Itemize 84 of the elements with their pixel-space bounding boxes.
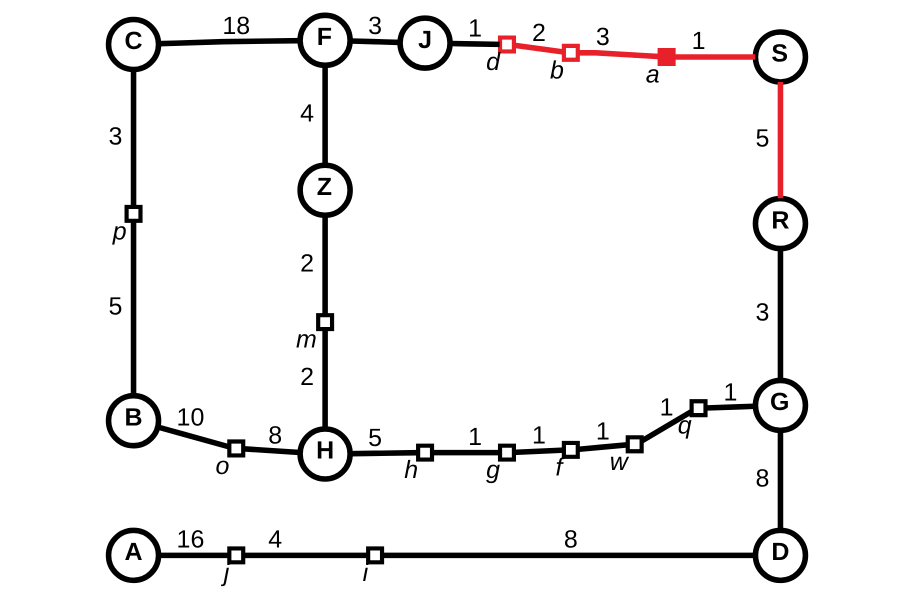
- connector: [158, 552, 229, 558]
- node-label: a: [645, 60, 660, 89]
- node-label: m: [295, 326, 316, 354]
- node-box: [226, 546, 245, 564]
- node-box: [497, 444, 516, 462]
- connector: [432, 450, 500, 456]
- edge-label: 1: [723, 378, 737, 406]
- node-box: [625, 435, 644, 454]
- connector: [513, 447, 564, 456]
- node-box: [416, 444, 434, 462]
- node-box: [316, 313, 334, 332]
- connector: [513, 42, 564, 55]
- connector: [243, 552, 368, 558]
- edge-label: 8: [754, 464, 769, 492]
- node-box: [689, 399, 708, 418]
- node-label: w: [609, 448, 628, 476]
- edge-label: 4: [268, 526, 282, 554]
- edge-label: 5: [754, 124, 769, 152]
- node-label: p: [112, 217, 126, 246]
- node-circle: Z: [296, 162, 352, 218]
- edge-label: 18: [222, 12, 250, 40]
- node-circle: J: [396, 15, 452, 71]
- connector: [382, 552, 755, 558]
- node-box: [561, 44, 580, 62]
- edge-label: 1: [691, 27, 705, 56]
- edge-label: 8: [268, 421, 282, 450]
- edge-label: 3: [368, 12, 382, 40]
- node-label: h: [404, 456, 418, 484]
- node-box: [561, 440, 580, 459]
- edge-label: 5: [368, 424, 382, 452]
- node-label: q: [677, 412, 692, 440]
- connector: [130, 220, 136, 396]
- edge-label: 1: [531, 421, 546, 450]
- connector: [578, 50, 660, 60]
- node-label: j: [223, 558, 229, 587]
- connector: [350, 38, 400, 46]
- node-box: [497, 35, 516, 54]
- edge-label: 2: [300, 363, 314, 392]
- edge-label: 8: [563, 526, 578, 554]
- connector: [322, 215, 328, 316]
- node-label: g: [486, 456, 500, 484]
- edge-label: 3: [108, 122, 122, 150]
- edge-label: 1: [468, 422, 482, 451]
- node-label: d: [486, 48, 500, 76]
- node-box: [226, 439, 245, 458]
- node-circle: S: [752, 29, 808, 85]
- node-circle: A: [105, 528, 161, 584]
- connector: [322, 329, 328, 429]
- edge-label: 4: [300, 99, 314, 128]
- edge-label: 2: [300, 249, 314, 278]
- edge-label: 10: [176, 403, 204, 432]
- edge-label: 5: [108, 292, 122, 320]
- connector: [350, 450, 418, 456]
- connector: [450, 40, 500, 48]
- connector: [242, 446, 300, 456]
- edge-label: 1: [468, 14, 482, 43]
- connector: [322, 65, 328, 165]
- node-circle: G: [752, 378, 808, 434]
- edge-label: 16: [176, 526, 204, 554]
- edge-label: 1: [595, 417, 610, 446]
- node-circle: F: [296, 12, 352, 68]
- node-box: [366, 546, 384, 564]
- connector: [673, 54, 755, 60]
- edge-label: 1: [659, 394, 674, 422]
- node-circle: D: [752, 528, 808, 584]
- node-circle: H: [296, 426, 352, 482]
- edge-label: 2: [531, 18, 546, 47]
- connector: [777, 82, 783, 198]
- edge-label: 3: [595, 23, 610, 52]
- connector: [130, 70, 136, 207]
- node-circle: R: [752, 196, 808, 252]
- connector: [777, 248, 783, 380]
- connector: [577, 442, 628, 452]
- connector: [158, 38, 300, 46]
- node-circle: B: [105, 392, 161, 448]
- connector: [777, 430, 783, 530]
- node-label: o: [214, 452, 229, 480]
- node-label: b: [550, 56, 564, 84]
- edge-label: 3: [754, 298, 769, 327]
- connector: [156, 424, 230, 450]
- connector: [705, 403, 756, 411]
- node-box: [657, 48, 676, 66]
- node-circle: C: [105, 16, 161, 72]
- node-box: [124, 204, 142, 223]
